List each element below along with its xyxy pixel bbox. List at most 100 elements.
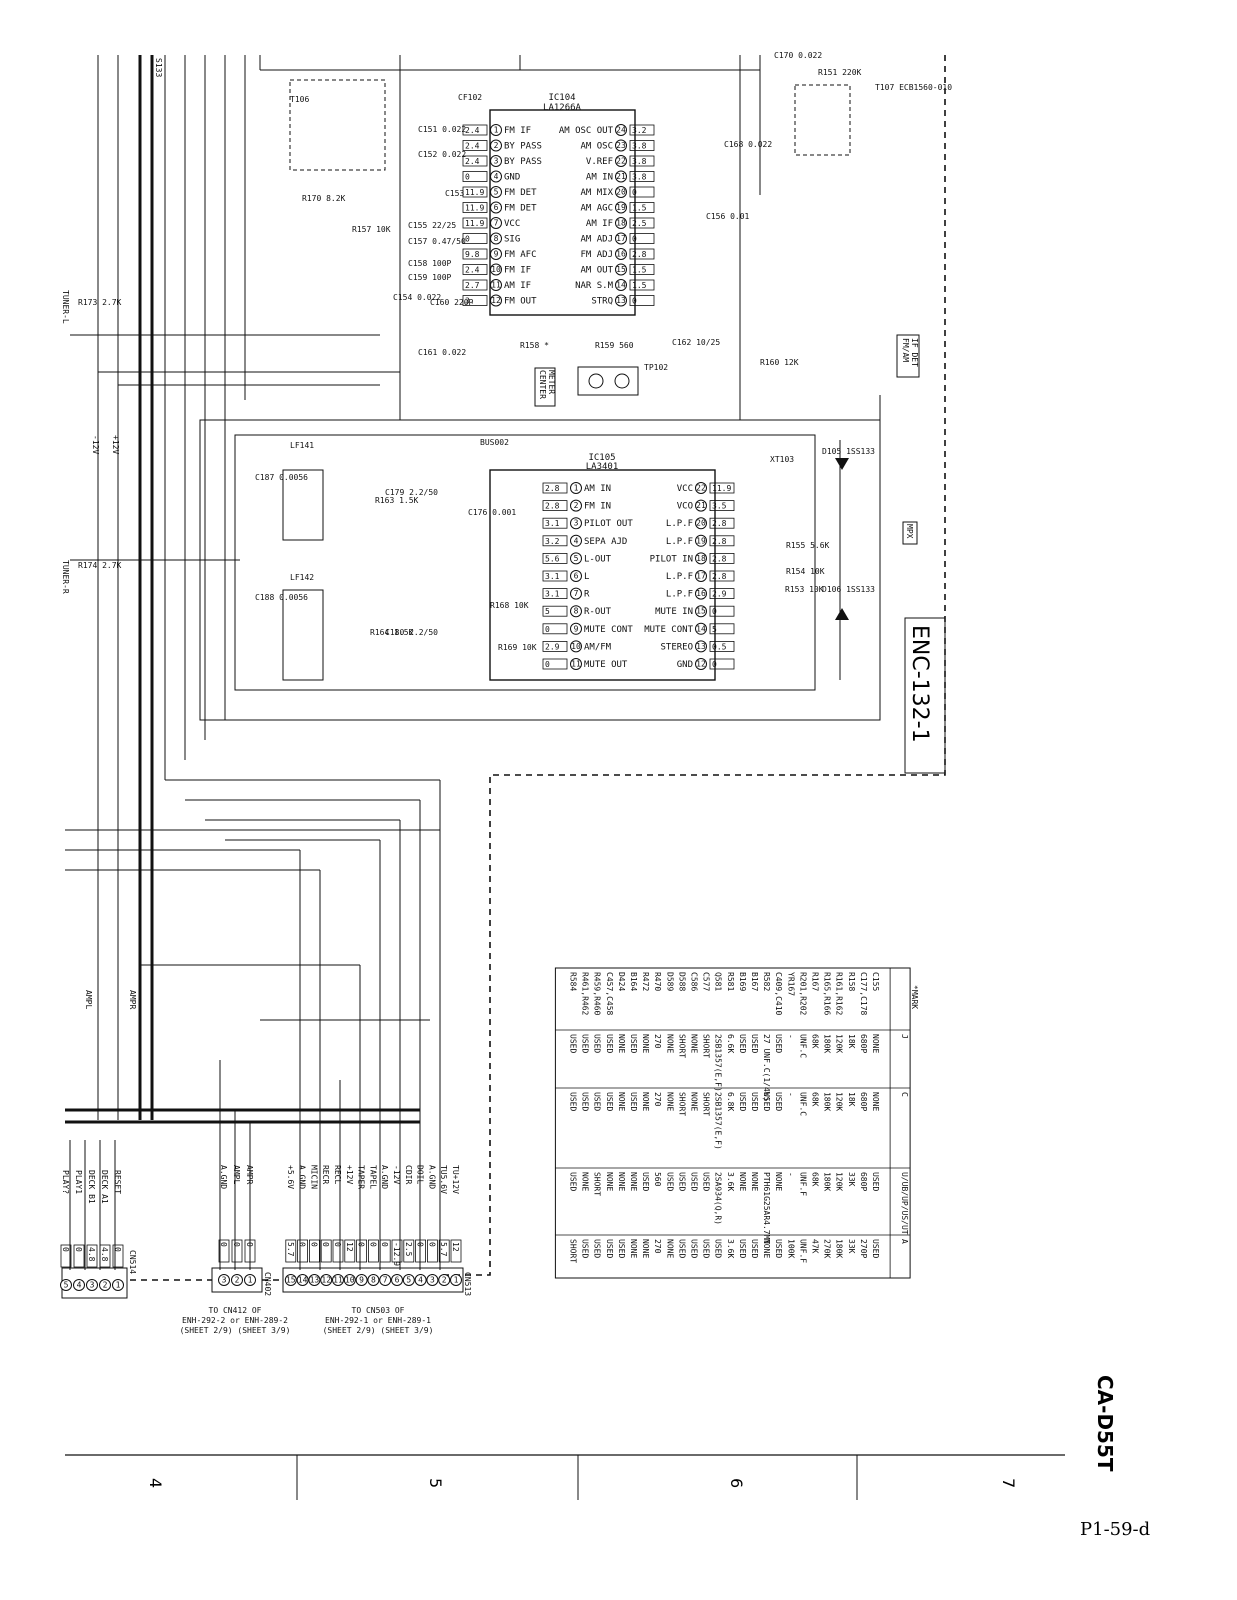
mark-table-cell: PTH61G25AR4.7MT bbox=[762, 1172, 771, 1244]
side-label-plus12v: +12V bbox=[111, 435, 120, 454]
mark-table-cell: R161,R162 bbox=[835, 972, 844, 1016]
mark-table-cell: - bbox=[786, 1034, 795, 1039]
cn513-pin-14-voltage: 0 bbox=[298, 1242, 307, 1247]
model-label: CA-D55T bbox=[1093, 1375, 1117, 1472]
ic105-pin-15-voltage: 0 bbox=[712, 607, 717, 616]
cn513-pin-5-number: 5 bbox=[406, 1276, 411, 1285]
mark-table-cell: R582 bbox=[762, 972, 771, 991]
svg-text:ENH-292-1 or ENH-289-1: ENH-292-1 or ENH-289-1 bbox=[325, 1316, 431, 1325]
cn514-pin-5-number: 5 bbox=[64, 1281, 69, 1290]
ic105-pin-8-voltage-box bbox=[542, 605, 568, 617]
component-c161: C161 0.022 bbox=[418, 348, 466, 357]
ic105-pin-1-voltage: 2.8 bbox=[545, 484, 560, 493]
ic105-pin-14-voltage-box bbox=[709, 623, 735, 635]
cn402-pin-3-number: 3 bbox=[222, 1276, 227, 1285]
cn513-pin-3-circle bbox=[426, 1274, 439, 1286]
cn514-pin-3-voltage: 4.8 bbox=[87, 1247, 96, 1262]
ic105-pin-20-circle bbox=[695, 517, 707, 530]
cn514-pin-5-name: PLAY? bbox=[61, 1170, 70, 1194]
mark-table-cell: R470 bbox=[653, 972, 662, 991]
cn513-pin-3-number: 3 bbox=[430, 1276, 435, 1285]
ic105-pin-12-number: 12 bbox=[696, 660, 706, 669]
ic104-pin-15-circle bbox=[615, 263, 627, 276]
mark-table-cell: R581 bbox=[726, 972, 735, 991]
mark-table-cell: USED bbox=[690, 1239, 699, 1258]
component-t107: T107 ECB1560-010 bbox=[875, 83, 952, 92]
cn513-pin-15-voltage-box bbox=[285, 1239, 297, 1263]
ic105-pin-9-name: MUTE CONT bbox=[584, 625, 633, 635]
cn513-pin-9-voltage: 0 bbox=[357, 1242, 366, 1247]
mark-table-cell: NONE bbox=[690, 1092, 699, 1111]
ic105-pin-20-name: L.P.F bbox=[666, 519, 693, 529]
ic105-pin-7-circle bbox=[570, 587, 582, 600]
ic104-pin-8-voltage: 0 bbox=[465, 235, 470, 244]
ic105-pin-14-circle bbox=[695, 622, 707, 635]
mark-table: JCU/UB/UP/US/UTAC155NONENONEUSEDUSEDC177… bbox=[554, 967, 911, 1279]
ic105-pin-20-number: 20 bbox=[696, 519, 706, 528]
cn514-pin-1-number: 1 bbox=[116, 1281, 121, 1290]
grid-col-5: 5 bbox=[426, 1478, 445, 1488]
ic105-pin-1-name: AM IN bbox=[584, 484, 611, 494]
ic105-pin-21-number: 21 bbox=[696, 501, 706, 510]
cn513-pin-6-circle bbox=[391, 1274, 403, 1286]
mark-table-cell: C577 bbox=[702, 972, 711, 991]
ic105-pin-1-voltage-box bbox=[542, 482, 568, 494]
cn513-pin-3-name: A.GND bbox=[427, 1165, 436, 1189]
mark-table-header: C bbox=[900, 1092, 909, 1097]
mark-table-cell: 270 bbox=[653, 1092, 662, 1107]
ic105-pin-2-circle bbox=[570, 499, 582, 512]
cn513-pin-1-voltage: 12 bbox=[451, 1242, 460, 1252]
cn402-ref: CN402 bbox=[263, 1272, 272, 1296]
svg-text:METER: METER bbox=[547, 370, 556, 394]
cn513-pin-9-number: 9 bbox=[359, 1276, 364, 1285]
ic104-pin-18-voltage-box bbox=[629, 217, 655, 229]
mark-table-cell: 27 UNF.C(1/4W) bbox=[762, 1034, 771, 1101]
cn513-pin-10-circle bbox=[343, 1274, 356, 1286]
ic104-pin-9-voltage-box bbox=[462, 248, 488, 260]
cn513-pin-5-voltage: 2.5 bbox=[404, 1242, 413, 1257]
mark-table-cell: 68K bbox=[811, 1172, 820, 1187]
ic104-pin-1-voltage-box bbox=[462, 124, 488, 136]
grid-col-6: 6 bbox=[727, 1478, 746, 1488]
ic104-pin-12-number: 12 bbox=[491, 296, 501, 305]
cn514-pin-1-voltage: 0 bbox=[113, 1247, 122, 1252]
component-r164: R164 1.5K bbox=[370, 628, 414, 637]
ic105-ref: IC105 bbox=[588, 453, 615, 463]
ic105-pin-8-name: R-OUT bbox=[584, 607, 612, 617]
mark-table-cell: 120K bbox=[835, 1092, 844, 1111]
mark-table-cell: USED bbox=[665, 1172, 674, 1191]
mark-table-cell: NONE bbox=[641, 1092, 650, 1111]
cn513-pin-9-voltage-box bbox=[356, 1239, 368, 1263]
ic104-pin-17-voltage: 0 bbox=[632, 235, 637, 244]
ic104-pin-22-number: 22 bbox=[616, 157, 626, 166]
cn513-pin-7-circle bbox=[379, 1274, 392, 1286]
ic104-pin-10-circle bbox=[490, 263, 502, 276]
cn513-pin-1-voltage-box bbox=[450, 1239, 462, 1263]
ic105-pin-7-name: R bbox=[584, 590, 590, 600]
ic105-pin-18-voltage: 2.8 bbox=[712, 554, 727, 563]
mark-table-cell: 180K bbox=[823, 1172, 832, 1191]
cn514-pin-5-voltage: 0 bbox=[61, 1247, 70, 1252]
cn513-pin-15-number: 15 bbox=[286, 1276, 296, 1285]
cn513-pin-13-voltage: 0 bbox=[309, 1242, 318, 1247]
ic104-pin-16-voltage-box bbox=[629, 248, 655, 260]
ic105-pin-9-number: 9 bbox=[574, 624, 579, 633]
ic105-pin-6-name: L bbox=[584, 572, 589, 582]
ic104-pin-3-voltage-box bbox=[462, 155, 488, 167]
ic105-pin-1-number: 1 bbox=[574, 484, 579, 493]
mark-table-cell: USED bbox=[750, 1034, 759, 1053]
ic104-pin-18-circle bbox=[615, 217, 627, 229]
mark-table-cell: USED bbox=[629, 1034, 638, 1053]
ic104-pin-18-voltage: 2.5 bbox=[632, 219, 647, 228]
ic105-pin-20-voltage: 2.8 bbox=[712, 519, 727, 528]
ic105-pin-13-voltage: 0.5 bbox=[712, 642, 727, 651]
ic105-pin-10-voltage: 2.9 bbox=[545, 642, 560, 651]
ic105-pin-16-voltage-box bbox=[709, 588, 735, 599]
mark-table-cell: NONE bbox=[871, 1034, 880, 1053]
mark-table-cell: 120K bbox=[835, 1034, 844, 1053]
ic104-pin-24-voltage-box bbox=[629, 124, 655, 136]
side-label-ampl: AMPL bbox=[84, 990, 93, 1009]
component-r163: R163 1.5K bbox=[375, 496, 419, 505]
component-xt103: XT103 bbox=[770, 455, 794, 464]
mark-table-cell: D588 bbox=[677, 972, 686, 991]
